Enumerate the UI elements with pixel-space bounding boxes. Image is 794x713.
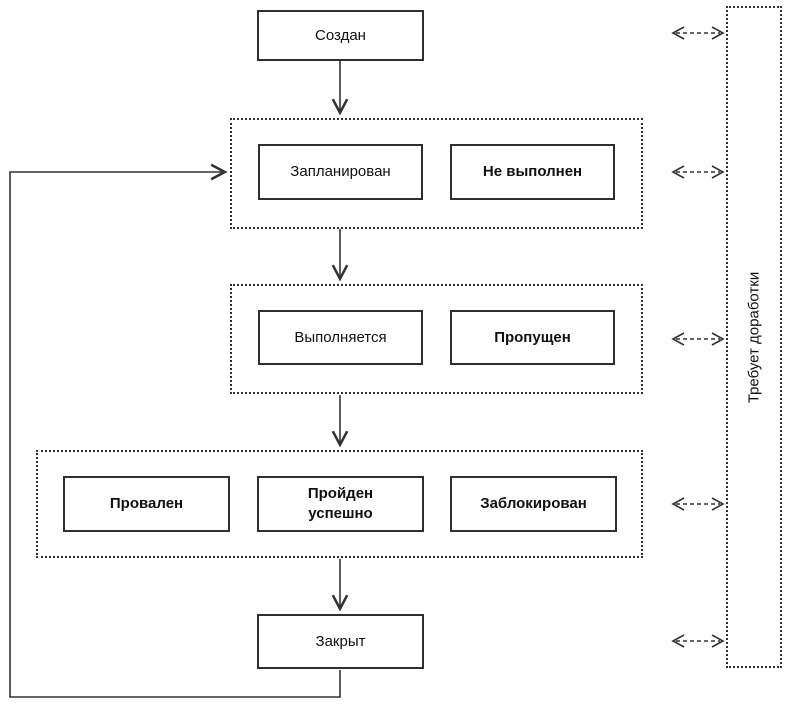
double-arrow-group2-rework bbox=[671, 332, 725, 346]
state-passed: Пройден успешно bbox=[257, 476, 424, 532]
state-created: Создан bbox=[257, 10, 424, 61]
state-planned: Запланирован bbox=[258, 144, 423, 200]
state-failed-label: Провален bbox=[109, 495, 184, 512]
state-blocked: Заблокирован bbox=[450, 476, 617, 532]
state-not-executed-label: Не выполнен bbox=[482, 163, 583, 180]
double-arrow-group3-rework bbox=[671, 497, 725, 511]
rework-region: Требует доработки bbox=[726, 6, 782, 668]
state-skipped: Пропущен bbox=[450, 310, 615, 365]
double-arrow-group1-rework bbox=[671, 165, 725, 179]
state-closed-label: Закрыт bbox=[315, 632, 366, 650]
state-failed: Провален bbox=[63, 476, 230, 532]
double-arrow-created-rework bbox=[671, 26, 725, 40]
double-arrow-closed-rework bbox=[671, 634, 725, 648]
state-blocked-label: Заблокирован bbox=[480, 495, 587, 512]
state-passed-label: Пройден успешно bbox=[307, 485, 374, 522]
rework-region-label: Требует доработки bbox=[745, 271, 763, 403]
state-closed: Закрыт bbox=[257, 614, 424, 669]
state-created-label: Создан bbox=[315, 26, 366, 44]
state-in-progress-label: Выполняется bbox=[294, 328, 387, 346]
state-planned-label: Запланирован bbox=[290, 163, 391, 180]
state-skipped-label: Пропущен bbox=[494, 328, 571, 346]
state-in-progress: Выполняется bbox=[258, 310, 423, 365]
state-not-executed: Не выполнен bbox=[450, 144, 615, 200]
